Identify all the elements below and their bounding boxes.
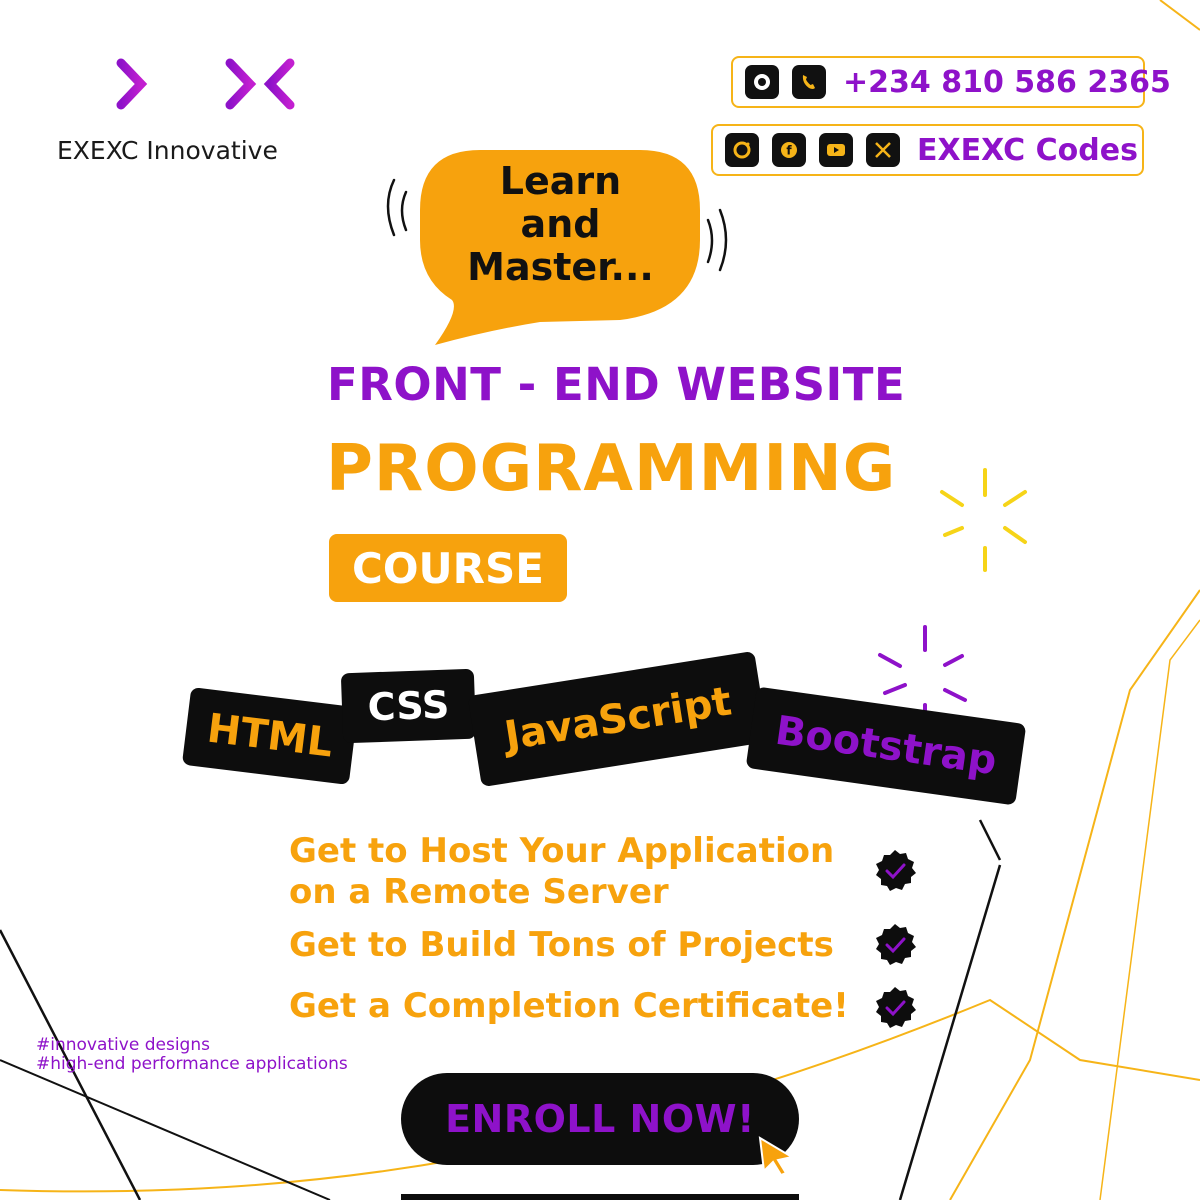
hashtag: #innovative designs — [36, 1035, 210, 1055]
feature-3-line-1: Get a Completion Certificate! — [289, 986, 849, 1026]
headline-line-2: PROGRAMMING — [326, 432, 897, 506]
speech-bubble — [386, 150, 728, 345]
course-badge-label: COURSE — [352, 543, 544, 593]
cursor-arrow-icon — [758, 1136, 795, 1177]
check-badge-icon — [876, 987, 916, 1028]
feature-1-line-1: Get to Host Your Application — [289, 831, 835, 871]
check-badge-icon — [876, 850, 916, 891]
course-badge: COURSE — [329, 534, 567, 602]
headline-line-1: FRONT - END WEBSITE — [327, 358, 906, 411]
bubble-text: Learn and Master... — [428, 160, 693, 289]
feature-2-line-1: Get to Build Tons of Projects — [289, 925, 834, 965]
brand-name: EXEXC Innovative — [57, 136, 278, 165]
enroll-now-button[interactable]: ENROLL NOW! — [401, 1073, 799, 1165]
x-icon[interactable] — [866, 133, 900, 167]
brand-logo[interactable] — [55, 55, 300, 115]
phone-number[interactable]: +234 810 586 2365 — [843, 64, 1171, 100]
youtube-icon[interactable] — [819, 133, 853, 167]
svg-text:f: f — [786, 144, 792, 158]
bubble-line-1: Learn — [499, 159, 622, 203]
social-handle[interactable]: EXEXC Codes — [917, 132, 1138, 168]
enroll-now-label: ENROLL NOW! — [445, 1097, 755, 1141]
social-contact[interactable]: f EXEXC Codes — [711, 124, 1144, 176]
feature-item: Get to Build Tons of Projects — [289, 925, 834, 966]
tag-css: CSS — [340, 668, 477, 744]
exexc-logo-icon — [57, 58, 295, 110]
bubble-line-3: Master... — [467, 245, 654, 289]
feature-1-line-2: on a Remote Server — [289, 872, 669, 912]
bubble-line-2: and — [520, 202, 601, 246]
feature-item: Get a Completion Certificate! — [289, 986, 849, 1027]
phone-contact[interactable]: +234 810 586 2365 — [731, 56, 1171, 108]
hashtag: #high-end performance applications — [36, 1054, 348, 1074]
facebook-icon[interactable]: f — [772, 133, 806, 167]
enroll-button-shadow — [401, 1194, 799, 1200]
whatsapp-icon[interactable] — [745, 65, 779, 99]
check-badge-icon — [876, 924, 916, 965]
phone-icon[interactable] — [792, 65, 826, 99]
feature-item: Get to Host Your Application on a Remote… — [289, 831, 834, 913]
instagram-icon[interactable] — [725, 133, 759, 167]
